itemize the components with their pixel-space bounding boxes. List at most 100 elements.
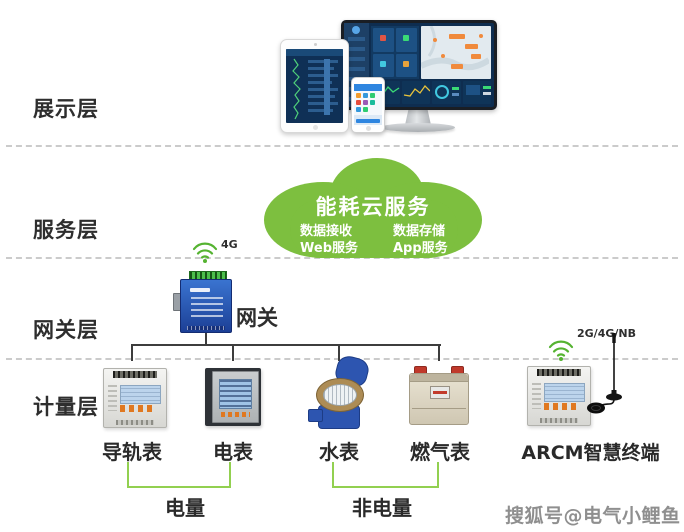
mini-table [465, 85, 491, 95]
dashboard-chart-strip [371, 81, 491, 104]
tablet-screen [286, 49, 343, 123]
chart-panel [432, 81, 461, 104]
meter-label-water: 水表 [319, 440, 359, 464]
water-meter-pipe [308, 409, 323, 422]
smartphone [351, 77, 385, 133]
wifi-signal-icon [192, 242, 218, 263]
gas-meter-seam [412, 408, 466, 409]
app-icon [363, 107, 368, 112]
phone-home-button [366, 126, 371, 131]
gateway-device [173, 271, 232, 333]
cloud-service-item: Web服务 [300, 241, 358, 256]
meter-label-rail: 导轨表 [102, 440, 162, 464]
app-icon [363, 100, 368, 105]
tablet-dashboard-chart [286, 49, 343, 120]
meter-label-panel: 电表 [213, 440, 253, 464]
dashboard-map [421, 26, 491, 79]
phone-screen [354, 84, 382, 125]
layer-label-service: 服务层 [33, 218, 99, 242]
bus-line-horizontal [131, 344, 441, 346]
din-rail-meter [103, 368, 167, 428]
meter-buttons [120, 405, 156, 412]
gateway-body [180, 279, 232, 333]
separator-service-gateway [6, 257, 678, 259]
separator-display-service [6, 145, 678, 147]
bus-line-drop-rail-meter [131, 344, 133, 361]
bus-line-drop-panel-meter [232, 344, 234, 361]
terminal-wireless-label: 2G/4G/NB [577, 327, 636, 340]
monitor-stand-base [381, 123, 455, 132]
layer-label-gateway: 网关层 [33, 318, 99, 342]
kpi-tile [396, 53, 417, 77]
gateway-label: 网关 [236, 306, 278, 330]
dashboard-logo [352, 26, 360, 34]
bus-line-gateway-drop [205, 333, 207, 345]
gas-meter-body [409, 373, 469, 425]
water-meter-dial [323, 384, 357, 406]
app-icon [370, 100, 375, 105]
meter-terminal-strip [113, 371, 157, 378]
group-label-nonelectric: 非电量 [352, 496, 412, 520]
cloud-title: 能耗云服务 [315, 195, 431, 219]
app-icon [356, 100, 361, 105]
kpi-tile [396, 28, 417, 52]
meter-front-face [212, 371, 259, 423]
mini-line-chart [403, 84, 430, 97]
app-icon [370, 93, 375, 98]
kpi-tile [373, 53, 394, 77]
tablet-camera [313, 43, 317, 46]
phone-chart-area [354, 115, 382, 125]
terminal-label: ARCM智慧终端 [521, 442, 660, 464]
panel-energy-meter [205, 368, 261, 426]
wifi-signal-icon [548, 340, 574, 361]
water-meter [308, 353, 372, 429]
bus-line-drop-water-meter [338, 344, 340, 361]
cloud-service: 能耗云服务 数据接收 数据存储 Web服务 App服务 [264, 158, 482, 258]
tablet [280, 39, 349, 133]
cloud-shape [290, 200, 458, 258]
meter-side-label [108, 385, 117, 411]
meter-terminal-strip [116, 420, 154, 425]
layer-label-display: 展示层 [33, 97, 99, 121]
group-bracket-nonelectric [332, 462, 439, 488]
meter-side-label [532, 383, 541, 409]
group-label-electric: 电量 [165, 496, 205, 520]
meter-terminal-strip [537, 369, 581, 376]
phone-app-header [354, 84, 382, 91]
gateway-brand-mark [190, 288, 210, 292]
meter-lcd-screen [544, 383, 585, 402]
chart-panel [401, 81, 430, 104]
meter-label-gas: 燃气表 [410, 440, 470, 464]
gateway-wireless-label: 4G [221, 238, 238, 251]
tablet-home-button [312, 125, 318, 130]
gas-meter [409, 366, 469, 425]
meter-terminal-strip [540, 418, 578, 423]
chart-panel [462, 81, 491, 104]
app-icon [356, 107, 361, 112]
meter-lcd-screen [120, 385, 161, 404]
mini-gauge [435, 85, 459, 99]
app-icon [363, 93, 368, 98]
cloud-service-item: 数据存储 [393, 224, 446, 239]
meter-lcd-screen [219, 379, 252, 409]
map-markers [421, 26, 491, 71]
gas-meter-readout [430, 386, 450, 399]
group-bracket-electric [127, 462, 231, 488]
phone-app-icons [356, 93, 380, 112]
arcm-terminal [527, 366, 591, 426]
watermark: 搜狐号@电气小鲤鱼 [505, 505, 681, 527]
gas-meter-top-panel [410, 374, 468, 382]
app-icon [356, 93, 361, 98]
meter-buttons [544, 403, 580, 410]
bus-line-drop-gas-meter [438, 344, 440, 361]
kpi-tile [373, 28, 394, 52]
water-meter-dial-ring [316, 378, 364, 412]
dashboard-kpi-tiles [371, 26, 419, 79]
gateway-bottom-terminal [187, 326, 225, 330]
antenna-icon [587, 333, 622, 414]
gateway-indicator-leds [191, 297, 223, 317]
layer-label-metering: 计量层 [33, 395, 99, 419]
cloud-service-item: 数据接收 [300, 224, 353, 239]
meter-buttons [221, 412, 250, 417]
